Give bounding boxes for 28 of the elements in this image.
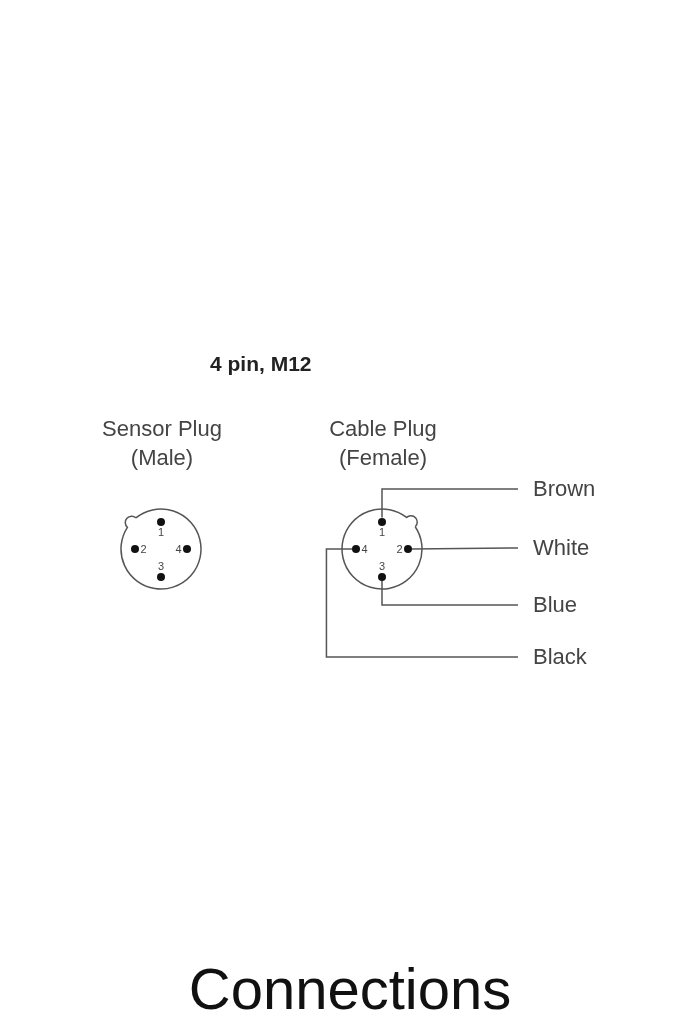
pin-number: 1 (378, 526, 386, 538)
diagram-title: 4 pin, M12 (210, 352, 312, 376)
plug-heading: Cable Plug (Female) (328, 415, 438, 472)
wire-line (381, 488, 519, 519)
wire-color-label: Brown (533, 476, 596, 502)
connector-pin (394, 544, 414, 554)
caption: Connections (187, 955, 513, 1022)
connector-pin (350, 544, 370, 554)
pin-number: 2 (396, 543, 403, 555)
pin-number: 3 (378, 560, 386, 572)
wire-line (381, 579, 519, 606)
plug-heading: Sensor Plug (Male) (101, 415, 223, 472)
connector-pin (129, 544, 149, 554)
wire-line (410, 547, 519, 550)
pin-number: 3 (157, 560, 165, 572)
wire-line (325, 548, 519, 658)
wire-color-label: White (533, 535, 590, 561)
connector-pin (173, 544, 193, 554)
pin-number: 4 (361, 543, 368, 555)
pin-number: 2 (140, 543, 147, 555)
connector-pin (156, 560, 166, 581)
connector-pin (377, 517, 387, 538)
wire-color-label: Blue (533, 592, 578, 618)
pin-number: 4 (175, 543, 182, 555)
wire-color-label: Black (533, 644, 587, 670)
pin-number: 1 (157, 526, 165, 538)
connector-pin (377, 560, 387, 581)
connector-pin (156, 517, 166, 538)
